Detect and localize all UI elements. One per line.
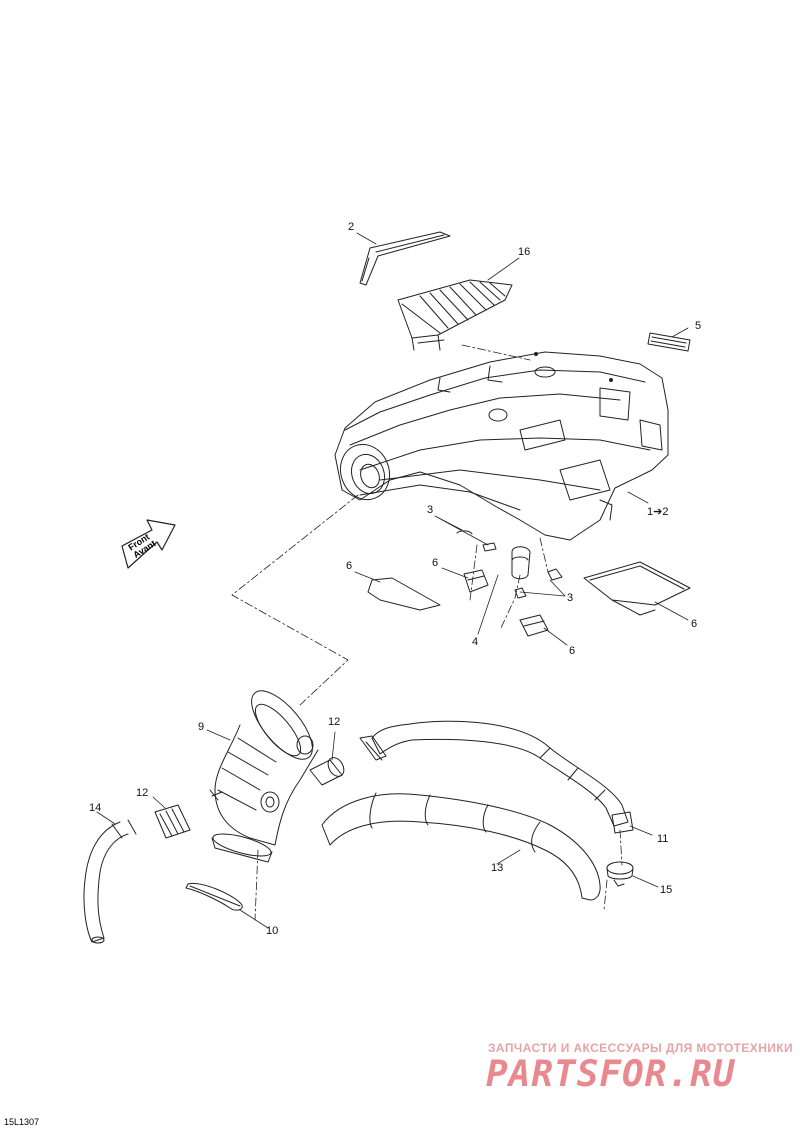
callout-12-right: 12 [328, 716, 341, 728]
callout-6-bottom: 6 [569, 645, 576, 657]
grommet-part [511, 546, 531, 580]
callout-6-centre: 6 [432, 557, 439, 569]
watermark-logo: PARTSFOR.RU [486, 1054, 736, 1095]
long-hose-part [359, 720, 634, 834]
front-direction-arrow [121, 519, 176, 569]
callout-10: 10 [266, 925, 279, 937]
callout-12-left: 12 [136, 787, 149, 799]
hose-fitting-parts [154, 757, 345, 839]
drawing-code: 15L1307 [4, 1117, 40, 1127]
callout-14: 14 [89, 802, 102, 814]
foam-pad-parts [367, 561, 691, 637]
callout-16: 16 [518, 246, 531, 258]
callout-leader-lines [96, 232, 689, 929]
callout-1-to-2: 1➔2 [647, 506, 669, 518]
callout-2: 2 [348, 221, 355, 233]
callout-6-right: 6 [691, 618, 698, 630]
callout-11: 11 [657, 833, 669, 845]
short-hose-part [83, 819, 137, 944]
seal-strip-part [359, 231, 451, 286]
airbox-inlet-opening [339, 443, 391, 501]
watermark-tagline: ЗАПЧАСТИ И АКСЕССУАРЫ ДЛЯ МОТОТЕХНИКИ [488, 1041, 794, 1055]
hose-clamp-part [606, 861, 634, 887]
callout-15: 15 [660, 884, 673, 896]
large-hose-part [321, 792, 601, 901]
airbox-housing-part [334, 351, 669, 541]
callout-13: 13 [491, 862, 504, 874]
callout-9: 9 [198, 721, 205, 733]
intake-adapter-part [209, 690, 319, 863]
label-decal-part [647, 332, 691, 352]
air-filter-part [397, 279, 513, 351]
rubber-mount-parts [456, 530, 563, 599]
callout-5: 5 [695, 320, 702, 332]
callout-4: 4 [472, 636, 479, 648]
callout-6-left: 6 [346, 560, 353, 572]
callout-3-left: 3 [427, 504, 434, 516]
assembly-centre-lines [231, 344, 623, 921]
clamp-ring-part [185, 882, 243, 911]
callout-3-right: 3 [567, 592, 574, 604]
